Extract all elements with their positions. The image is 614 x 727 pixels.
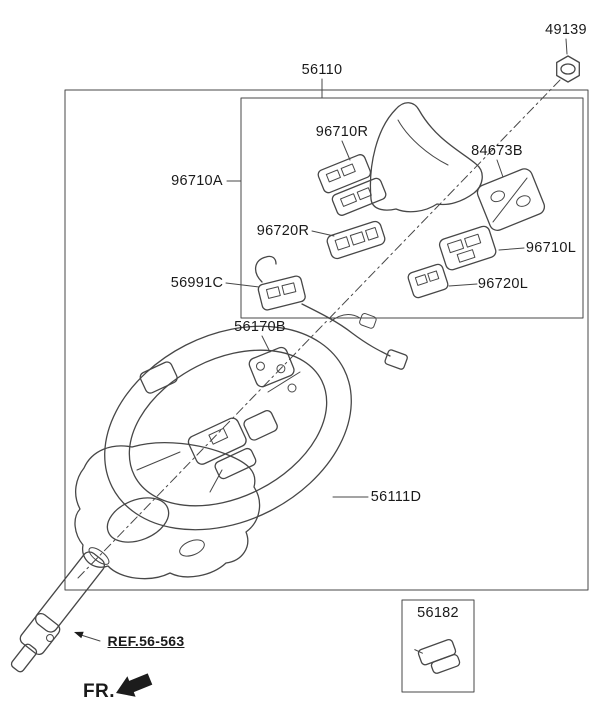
- nut-part-drawing: [556, 38, 580, 83]
- ref-callout: REF.56-563: [107, 633, 185, 649]
- damper-bracket-drawing: [248, 346, 297, 393]
- part-label-56991C: 56991C: [170, 275, 224, 291]
- ref-arrowhead: [74, 631, 84, 639]
- part-label-96710A: 96710A: [171, 173, 223, 189]
- assembly-axis-line: [77, 79, 561, 579]
- part-label-96720L: 96720L: [477, 276, 529, 292]
- remote-switch-left-drawing: [438, 225, 497, 271]
- part-label-56110: 56110: [301, 62, 343, 78]
- part-label-96710L: 96710L: [525, 240, 577, 256]
- wiring-harness-drawing: [255, 255, 408, 370]
- bracket-drawing: [476, 168, 546, 231]
- remote-switch-right-drawing: [317, 154, 387, 216]
- part-label-56111D: 56111D: [370, 489, 422, 505]
- outer-assembly-box: [64, 89, 589, 591]
- steering-column-drawing: [10, 547, 110, 673]
- part-label-56182: 56182: [417, 605, 459, 621]
- part-label-49139: 49139: [545, 22, 587, 38]
- back-cover-drawing: [369, 102, 483, 213]
- leader-lines: [80, 78, 525, 642]
- fr-direction-arrow: [116, 673, 153, 697]
- steering-wheel-drawing: [104, 325, 352, 531]
- front-direction-label: FR.: [82, 681, 116, 702]
- part-label-96710R: 96710R: [315, 124, 369, 140]
- paddle-switch-right-drawing: [326, 220, 386, 260]
- paddle-switch-left-drawing: [407, 263, 449, 299]
- switch-assembly-box: [240, 97, 584, 319]
- part-label-84673B: 84673B: [471, 143, 523, 159]
- damper-box-drawing: [401, 599, 475, 693]
- part-label-96720R: 96720R: [256, 223, 310, 239]
- part-label-56170B: 56170B: [234, 319, 286, 335]
- lower-cover-drawing: [74, 442, 261, 580]
